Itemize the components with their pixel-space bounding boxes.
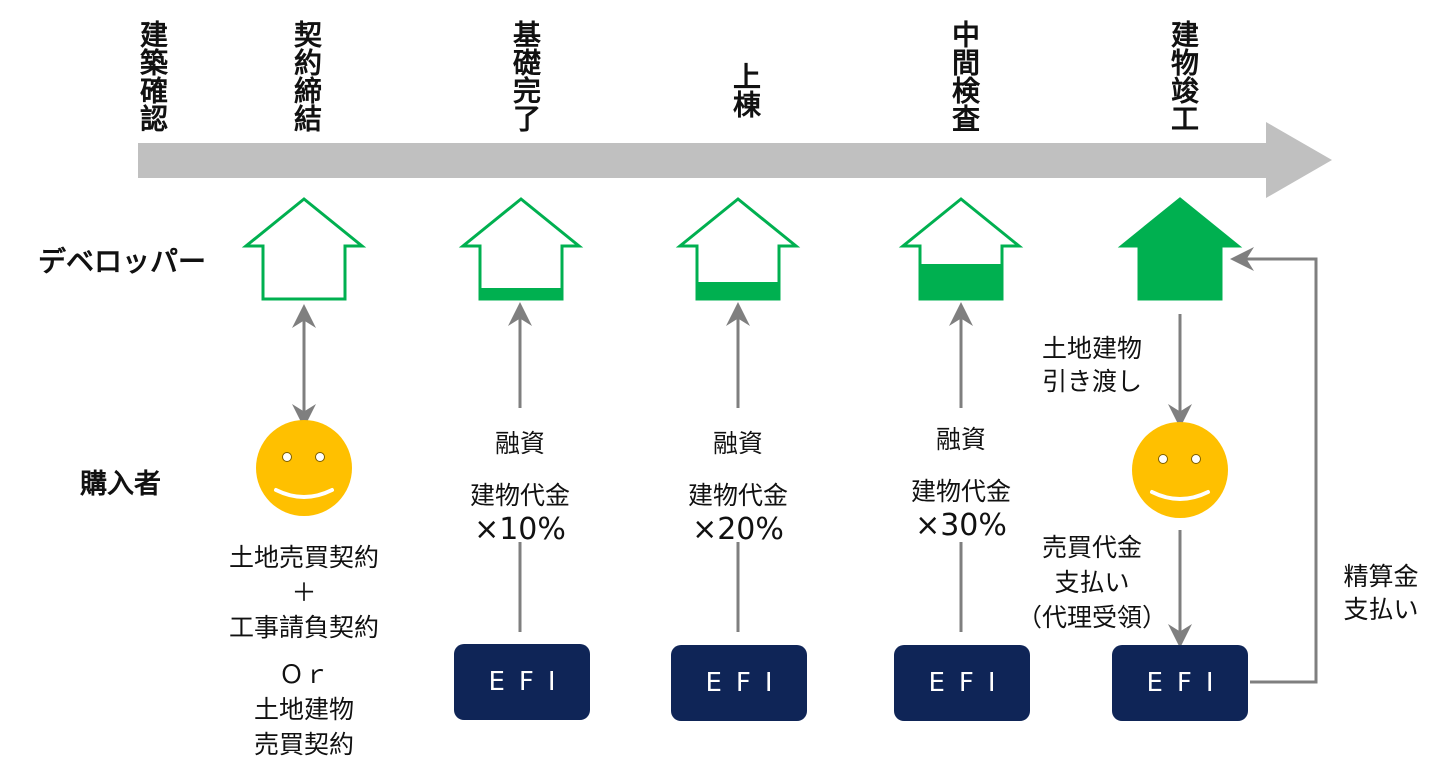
house-progress-fill	[920, 264, 1002, 299]
loan-title: 融資	[494, 429, 545, 458]
developer-label: デベロッパー	[38, 245, 207, 278]
settlement-text: 精算金 支払い	[1326, 560, 1436, 626]
contract-line: 売買契約	[253, 730, 354, 759]
efi-box: EFI	[671, 645, 807, 721]
loan-rate: ×10%	[474, 512, 566, 547]
contract-line: 土地建物	[253, 695, 354, 724]
loan-amount-label: 建物代金	[469, 481, 570, 510]
contract-plus: ＋	[291, 578, 317, 607]
loan-rate: ×30%	[915, 508, 1007, 543]
handover-line: 引き渡し	[1042, 367, 1143, 396]
house-icons	[241, 197, 1243, 301]
payment-text: 売買代金 支払い （代理受領）	[1012, 530, 1172, 635]
efi-box: EFI	[1112, 645, 1248, 721]
contract-text: 土地売買契約 ＋ 工事請負契約 Ｏｒ 土地建物 売買契約	[204, 540, 404, 762]
settlement-arrow	[1230, 247, 1318, 684]
house-icon	[241, 197, 367, 301]
stage-label: 契約締結	[290, 20, 323, 132]
efi-box: EFI	[894, 645, 1030, 721]
settlement-line: 支払い	[1343, 595, 1419, 624]
loan-amount-label: 建物代金	[910, 477, 1011, 506]
loan-text-1: 融資 建物代金 ×10%	[440, 424, 600, 547]
handover-text: 土地建物 引き渡し	[1042, 332, 1142, 398]
payment-line: 支払い	[1054, 568, 1130, 597]
stage-label: 上棟	[729, 62, 762, 118]
loan-text-2: 融資 建物代金 ×20%	[658, 424, 818, 547]
loan-rate: ×20%	[692, 512, 784, 547]
stage-label: 建築確認	[136, 20, 169, 132]
efi-box: EFI	[454, 644, 590, 720]
timeline-arrow	[138, 122, 1332, 198]
contract-line: 工事請負契約	[228, 613, 379, 642]
loan-amount-label: 建物代金	[687, 481, 788, 510]
stage-label: 建物竣工	[1167, 20, 1200, 132]
house-progress-fill	[697, 282, 779, 299]
loan-title: 融資	[935, 425, 986, 454]
stage-label: 中間検査	[948, 20, 981, 132]
contract-line: 土地売買契約	[228, 543, 379, 572]
buyer-smiley-icon	[256, 420, 352, 516]
handover-line: 土地建物	[1042, 334, 1143, 363]
contract-or: Ｏｒ	[278, 660, 329, 689]
loan-title: 融資	[712, 429, 763, 458]
payment-line: （代理受領）	[1016, 603, 1167, 632]
settlement-line: 精算金	[1343, 562, 1419, 591]
buyer-label: 購入者	[80, 469, 161, 500]
buyer-smiley-icon-2	[1132, 422, 1228, 518]
house-icon	[458, 197, 584, 301]
house-icon	[1117, 197, 1243, 301]
loan-text-3: 融資 建物代金 ×30%	[881, 420, 1041, 543]
house-progress-fill	[480, 288, 562, 299]
payment-line: 売買代金	[1041, 533, 1142, 562]
stage-label: 基礎完了	[509, 20, 542, 132]
